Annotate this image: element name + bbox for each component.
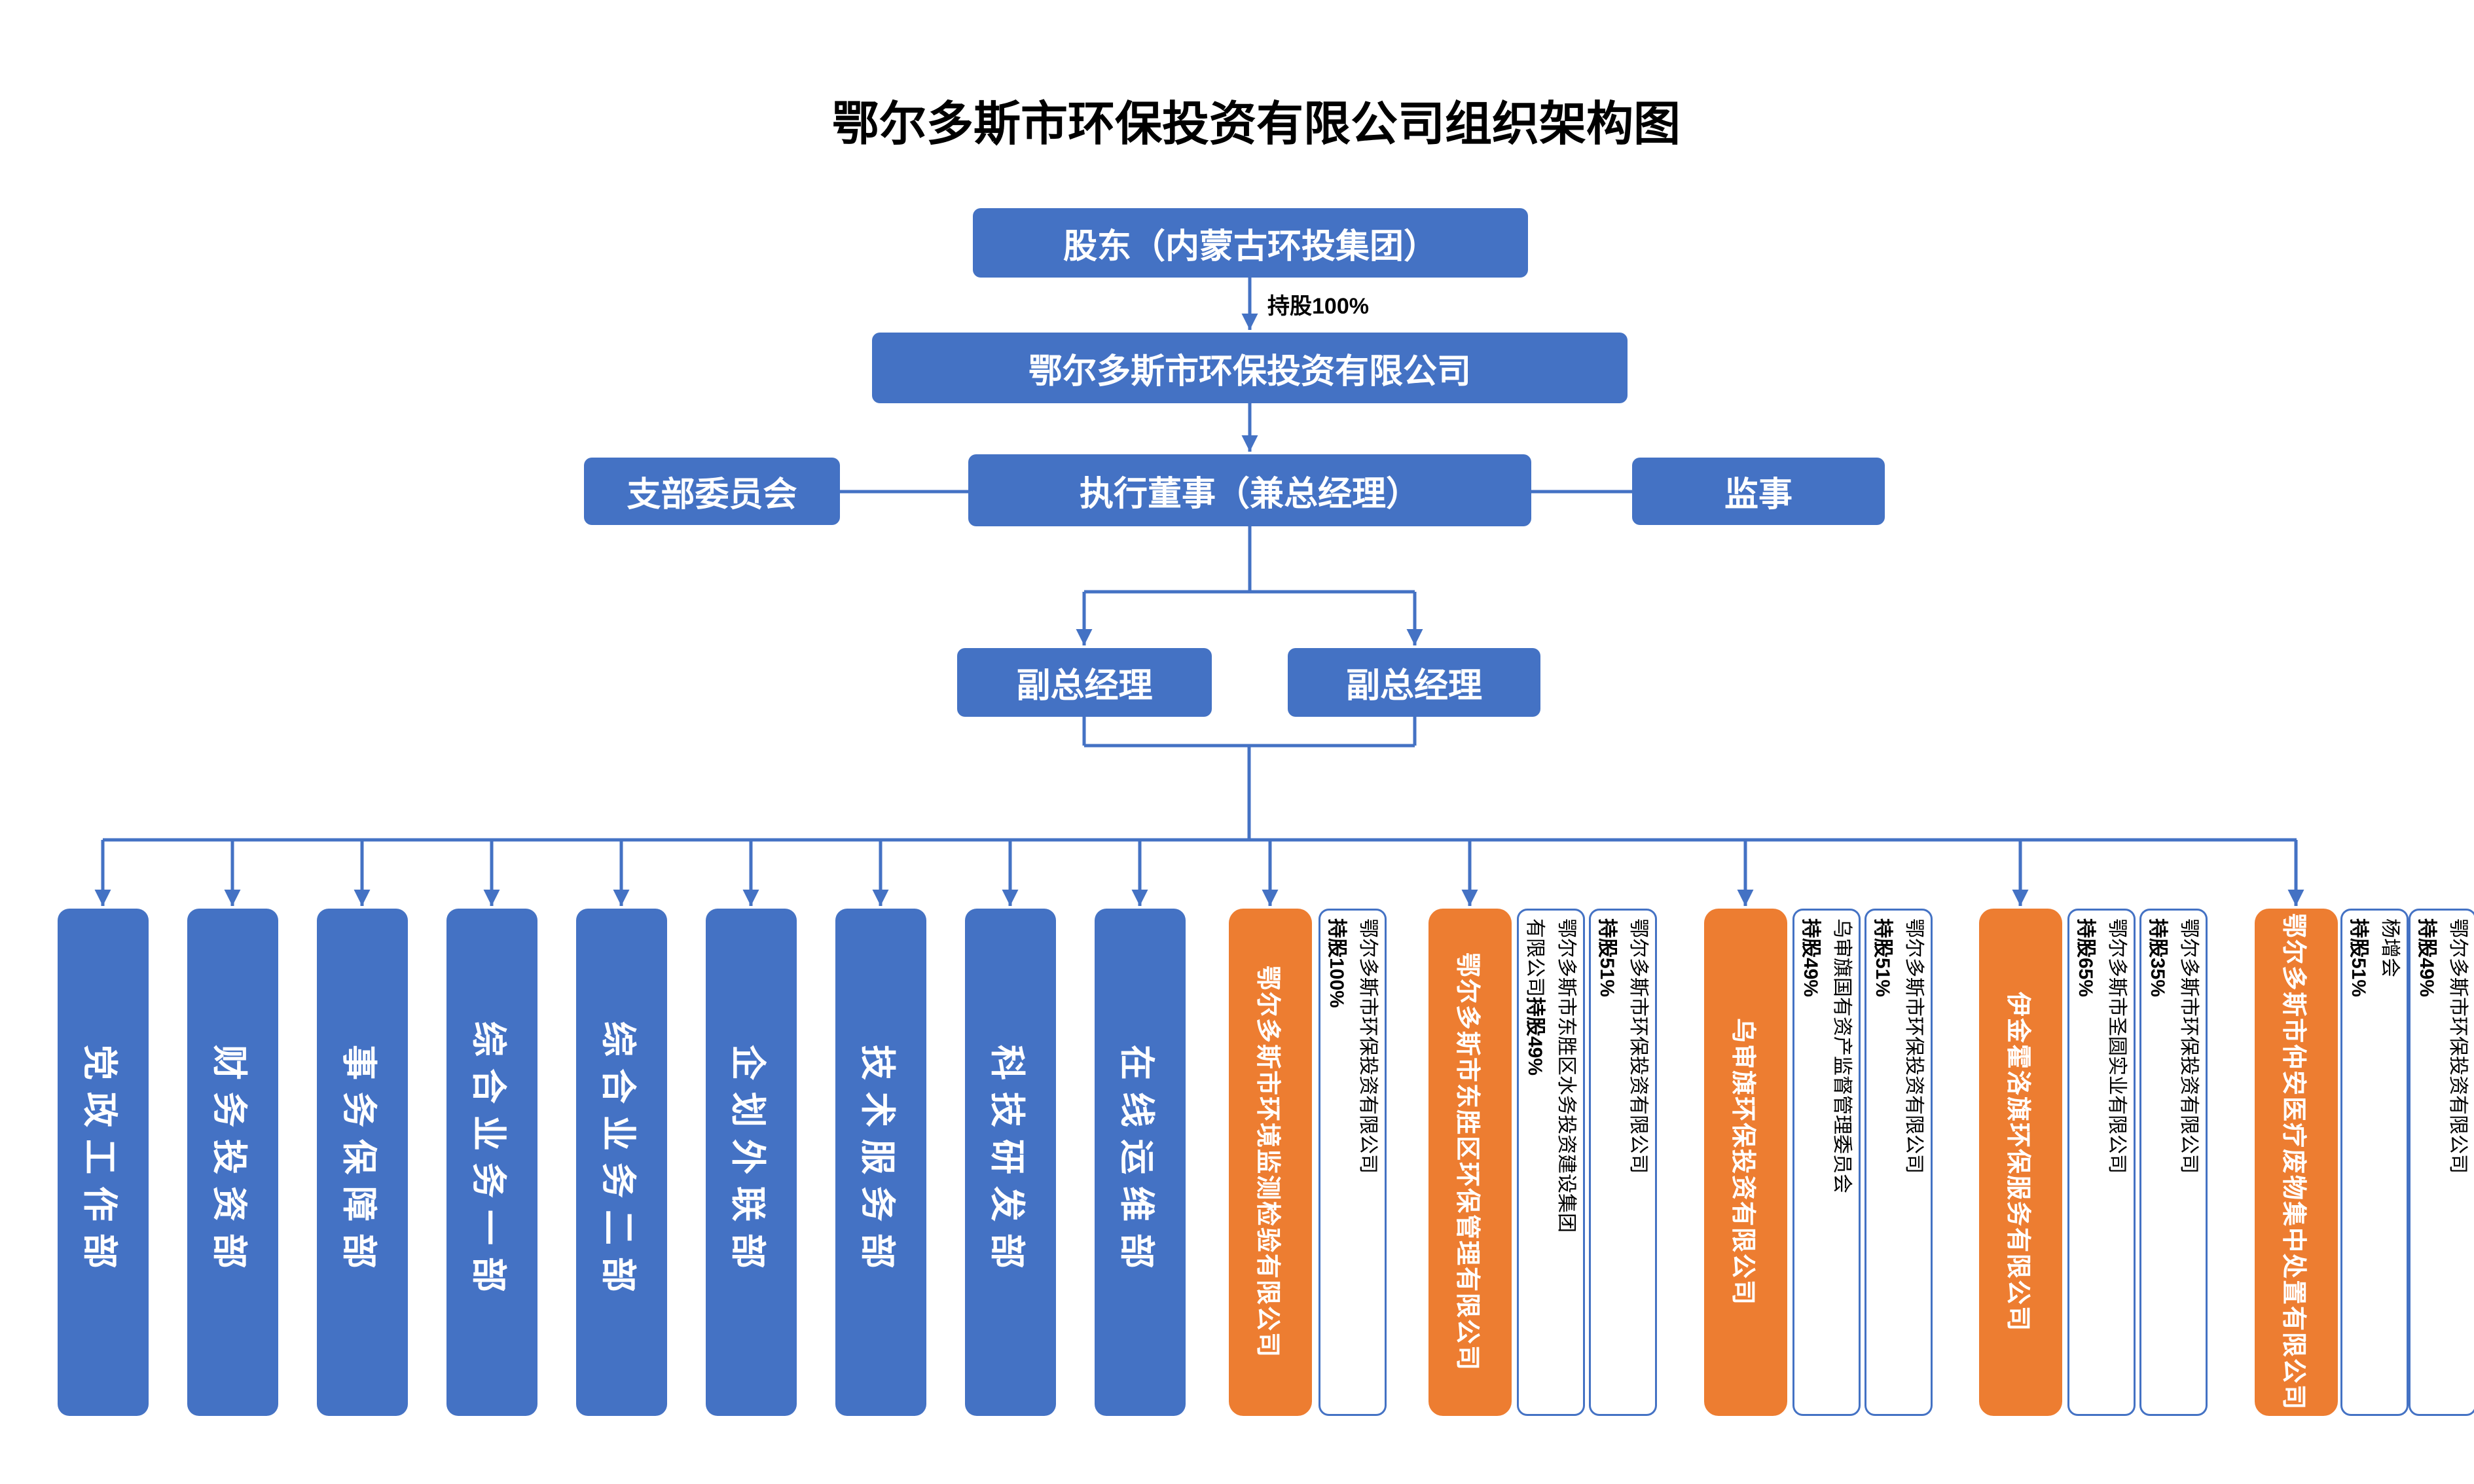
department-label: 在线运维部 [1117,1044,1156,1280]
shareholder-holding: 持股51% [2348,918,2369,998]
department-box: 技术服务部 [835,909,926,1416]
shareholder-name-cont: 有限公司 [1524,918,1546,997]
department-label: 财务投资部 [209,1044,249,1280]
shareholder-name: 鄂尔多斯市环保投资有限公司 [2447,918,2469,1174]
shareholder-annotation: 杨增会 持股51% [2340,909,2409,1416]
department-box: 党政工作部 [58,909,149,1416]
subsidiary-box: 鄂尔多斯市东胜区环保管理有限公司 [1428,909,1512,1416]
annotation-text: 鄂尔多斯市环保投资有限公司 持股100% [1320,911,1385,1414]
shareholder-holding: 持股65% [2075,918,2096,998]
shareholder-name: 鄂尔多斯市圣圆实业有限公司 [2106,918,2128,1174]
department-label: 科技研发部 [987,1044,1027,1280]
department-label: 技术服务部 [858,1044,897,1280]
department-box: 企划外联部 [706,909,797,1416]
department-box: 综合业务一部 [446,909,537,1416]
shareholder-holding: 持股100% [1326,918,1347,1008]
subsidiary-label: 伊金霍洛旗环保服务有限公司 [2004,992,2031,1333]
shareholder-annotation: 鄂尔多斯市环保投资有限公司 持股51% [1589,909,1657,1416]
supervisor-box: 监事 [1632,458,1885,525]
department-box: 在线运维部 [1095,909,1186,1416]
subsidiary-label: 乌审旗环保投资有限公司 [1729,1018,1756,1307]
deputy-gm-box: 副总经理 [957,648,1212,717]
subsidiary-label: 鄂尔多斯市环境监测检验有限公司 [1254,966,1281,1359]
subsidiary-label: 鄂尔多斯市仲安医疗废物集中处置有限公司 [2280,913,2307,1411]
department-label: 综合业务二部 [598,1021,638,1304]
shareholder-annotation: 鄂尔多斯市圣圆实业有限公司 持股65% [2067,909,2136,1416]
shareholder-annotation: 鄂尔多斯市环保投资有限公司 持股51% [1865,909,1933,1416]
department-box: 事务保障部 [317,909,408,1416]
shareholder-holding: 持股51% [1596,918,1618,998]
department-label: 党政工作部 [80,1044,119,1280]
shareholder-name-holding: 有限公司持股49% [1519,918,1550,1406]
shareholder-name: 鄂尔多斯市环保投资有限公司 [1357,918,1379,1174]
shareholder-annotation: 鄂尔多斯市环保投资有限公司 持股49% [2409,909,2474,1416]
page-title: 鄂尔多斯市环保投资有限公司组织架构图 [831,98,1681,151]
shareholder-name: 鄂尔多斯市环保投资有限公司 [1903,918,1925,1174]
annotation-text: 鄂尔多斯市环保投资有限公司 持股49% [2410,911,2474,1414]
annotation-text: 杨增会 持股51% [2342,911,2407,1414]
department-box: 财务投资部 [187,909,278,1416]
shareholder-name: 鄂尔多斯市环保投资有限公司 [1628,918,1649,1174]
shareholder-annotation: 乌审旗国有资产监督管理委员会 持股49% [1792,909,1861,1416]
shareholder-holding: 持股35% [2147,918,2168,998]
department-label: 事务保障部 [339,1044,378,1280]
annotation-text: 鄂尔多斯市东胜区水务投资建设集团 有限公司持股49% [1519,911,1583,1414]
shareholder-box: 股东（内蒙古环投集团） [973,208,1528,278]
annotation-text: 鄂尔多斯市圣圆实业有限公司 持股65% [2069,911,2134,1414]
department-box: 综合业务二部 [576,909,667,1416]
holding-label: 持股100% [1267,294,1369,319]
annotation-text: 乌审旗国有资产监督管理委员会 持股49% [1794,911,1859,1414]
shareholder-holding: 持股49% [2416,918,2437,998]
shareholder-name: 鄂尔多斯市东胜区水务投资建设集团 [1555,918,1577,1233]
annotation-text: 鄂尔多斯市环保投资有限公司 持股51% [1591,911,1655,1414]
subsidiary-box: 鄂尔多斯市仲安医疗废物集中处置有限公司 [2255,909,2338,1416]
department-box: 科技研发部 [965,909,1056,1416]
department-label: 综合业务一部 [469,1021,508,1304]
shareholder-name: 杨增会 [2379,918,2401,977]
company-box: 鄂尔多斯市环保投资有限公司 [872,333,1628,403]
shareholder-name: 乌审旗国有资产监督管理委员会 [1831,918,1853,1193]
subsidiary-label: 鄂尔多斯市东胜区环保管理有限公司 [1453,952,1481,1372]
annotation-text: 鄂尔多斯市环保投资有限公司 持股35% [2141,911,2206,1414]
branch-committee-box: 支部委员会 [584,458,840,525]
shareholder-holding: 持股49% [1800,918,1821,998]
shareholder-annotation: 鄂尔多斯市环保投资有限公司 持股100% [1319,909,1387,1416]
subsidiary-box: 伊金霍洛旗环保服务有限公司 [1979,909,2062,1416]
subsidiary-box: 鄂尔多斯市环境监测检验有限公司 [1229,909,1312,1416]
department-label: 企划外联部 [728,1044,767,1280]
shareholder-holding: 持股49% [1524,997,1546,1076]
shareholder-annotation: 鄂尔多斯市环保投资有限公司 持股35% [2139,909,2208,1416]
subsidiary-box: 乌审旗环保投资有限公司 [1704,909,1787,1416]
deputy-gm-box: 副总经理 [1288,648,1540,717]
executive-director-box: 执行董事（兼总经理） [968,454,1531,526]
shareholder-annotation: 鄂尔多斯市东胜区水务投资建设集团 有限公司持股49% [1517,909,1585,1416]
annotation-text: 鄂尔多斯市环保投资有限公司 持股51% [1866,911,1931,1414]
shareholder-holding: 持股51% [1872,918,1893,998]
shareholder-name: 鄂尔多斯市环保投资有限公司 [2178,918,2200,1174]
